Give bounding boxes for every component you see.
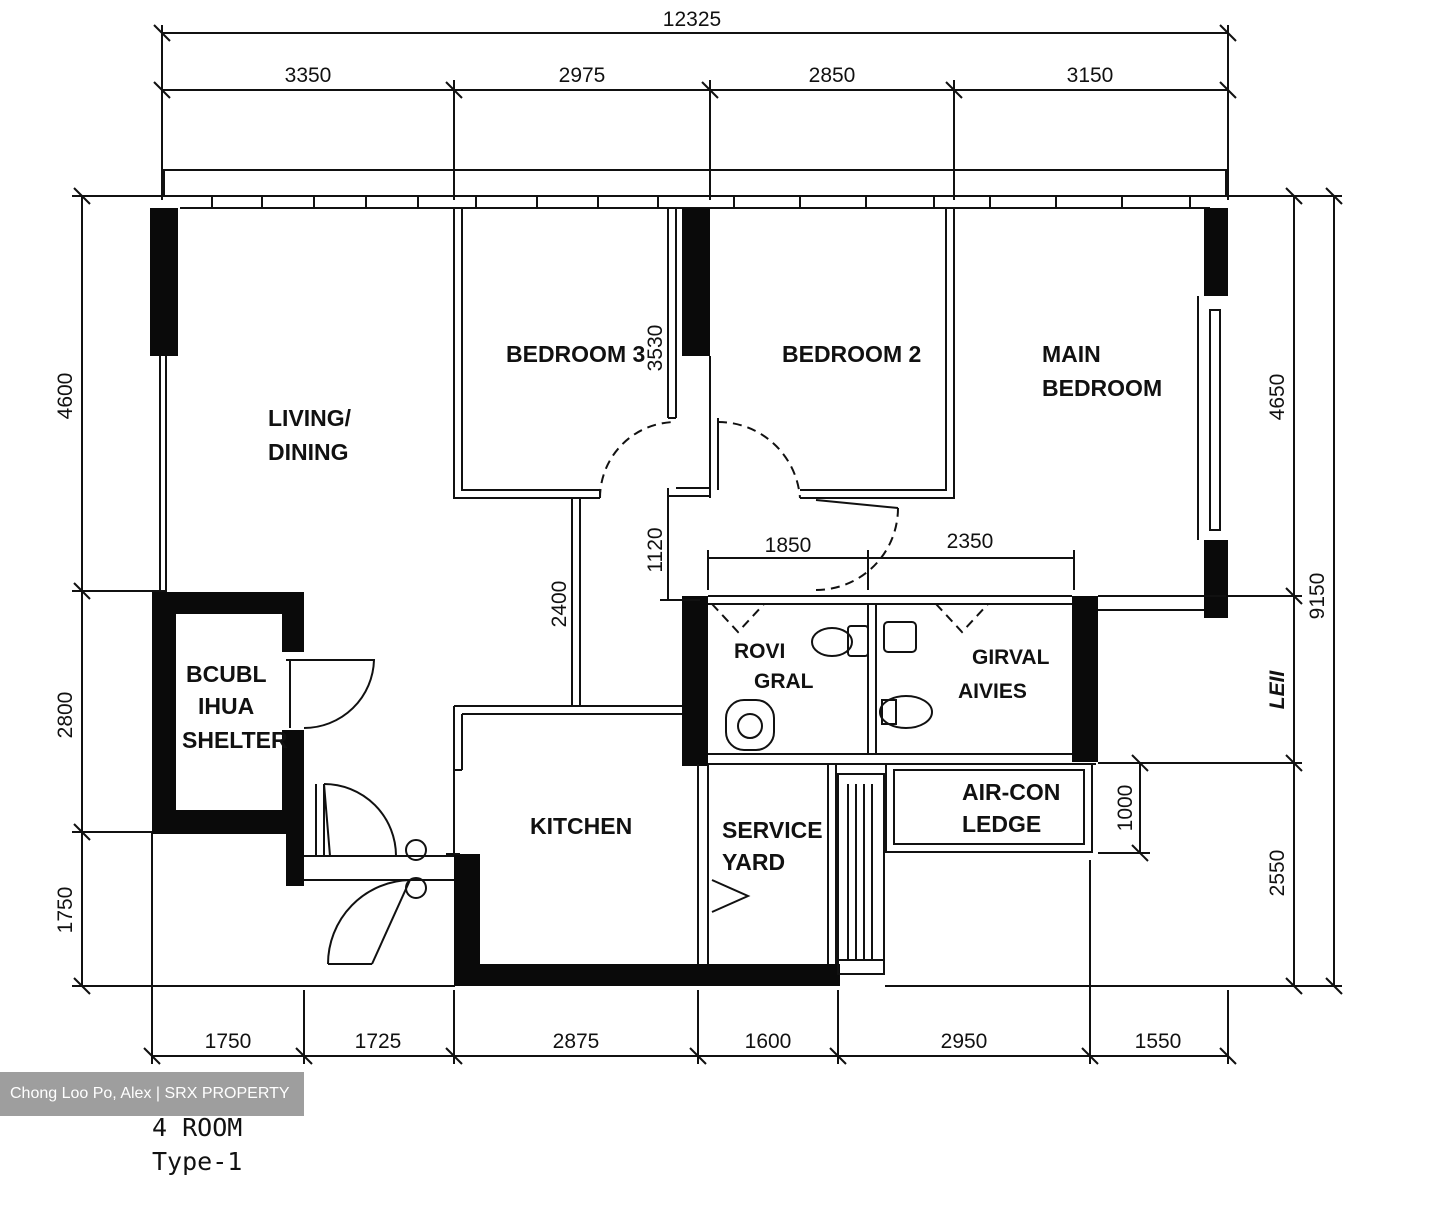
fixtures bbox=[725, 621, 933, 751]
structural-walls bbox=[150, 208, 1228, 986]
dim-left-2: 2800 bbox=[54, 692, 77, 739]
room-living-line2: DINING bbox=[268, 439, 349, 465]
room-main-line2: BEDROOM bbox=[1042, 375, 1162, 401]
dim-corridor: 1120 bbox=[644, 527, 667, 572]
caption-title: 4 ROOM bbox=[152, 1113, 242, 1142]
room-aircon-line2: LEDGE bbox=[962, 811, 1041, 837]
dim-bottom-3: 2875 bbox=[553, 1030, 600, 1053]
room-main-line1: MAIN bbox=[1042, 341, 1101, 367]
room-bath2-line1: GIRVAL bbox=[972, 646, 1050, 669]
room-shelter-line2: IHUA bbox=[198, 693, 254, 719]
room-labels: LIVING/ DINING BEDROOM 3 BEDROOM 2 MAIN … bbox=[182, 341, 1162, 875]
plan-caption: 4 ROOM Type-1 bbox=[152, 1113, 242, 1176]
room-kitchen: KITCHEN bbox=[530, 813, 632, 839]
watermark: Chong Loo Po, Alex | SRX PROPERTY bbox=[0, 1072, 304, 1116]
dim-bottom-5: 2950 bbox=[941, 1030, 988, 1053]
partition-walls bbox=[159, 208, 1226, 975]
dim-living-inner: 2400 bbox=[548, 581, 571, 628]
room-bedroom3: BEDROOM 3 bbox=[506, 341, 645, 367]
dim-aircon-depth: 1000 bbox=[1114, 785, 1137, 832]
dim-bottom-4: 1600 bbox=[745, 1030, 792, 1053]
room-shelter-line1: BCUBL bbox=[186, 661, 267, 687]
left-dimensions: 4600 2800 1750 bbox=[54, 187, 455, 995]
dim-left-1: 4600 bbox=[54, 373, 77, 420]
dim-top-1: 3350 bbox=[285, 64, 332, 87]
dim-bottom-6: 1550 bbox=[1135, 1030, 1182, 1053]
dim-bedroom3-depth: 3530 bbox=[644, 325, 667, 372]
dim-bath1-width: 1850 bbox=[765, 534, 812, 557]
dim-top-4: 3150 bbox=[1067, 64, 1114, 87]
room-aircon-line1: AIR-CON bbox=[962, 779, 1060, 805]
right-dimensions: 4650 2550 9150 1000 LEII bbox=[885, 187, 1343, 995]
dim-right-total: 9150 bbox=[1306, 573, 1329, 620]
room-bath1-line2: GRAL bbox=[754, 670, 814, 693]
dim-right-2: 2550 bbox=[1266, 850, 1289, 897]
doors bbox=[286, 420, 989, 965]
room-service-line2: YARD bbox=[722, 849, 785, 875]
caption-type: Type-1 bbox=[152, 1147, 242, 1176]
facade-windows bbox=[163, 169, 1227, 209]
dim-top-2: 2975 bbox=[559, 64, 606, 87]
dim-bottom-1: 1750 bbox=[205, 1030, 252, 1053]
dim-bath2-width: 2350 bbox=[947, 530, 994, 553]
bottom-dimensions: 1750 1725 2875 1600 2950 1550 bbox=[143, 832, 1237, 1065]
dim-right-1: 4650 bbox=[1266, 374, 1289, 421]
inner-dimensions: 3530 1120 2400 1850 2350 bbox=[548, 325, 1075, 628]
room-bath1-line1: ROVI bbox=[734, 640, 785, 663]
side-label: LEII bbox=[1266, 670, 1289, 710]
dim-top-3: 2850 bbox=[809, 64, 856, 87]
dim-left-3: 1750 bbox=[54, 887, 77, 934]
room-living-line1: LIVING/ bbox=[268, 405, 352, 431]
room-bedroom2: BEDROOM 2 bbox=[782, 341, 921, 367]
dim-bottom-2: 1725 bbox=[355, 1030, 402, 1053]
room-service-line1: SERVICE bbox=[722, 817, 823, 843]
dim-top-total: 12325 bbox=[663, 8, 721, 31]
top-dimensions: 12325 3350 2975 2850 3150 bbox=[153, 8, 1237, 200]
room-shelter-line3: SHELTER bbox=[182, 727, 288, 753]
room-bath2-line2: AIVIES bbox=[958, 680, 1027, 703]
